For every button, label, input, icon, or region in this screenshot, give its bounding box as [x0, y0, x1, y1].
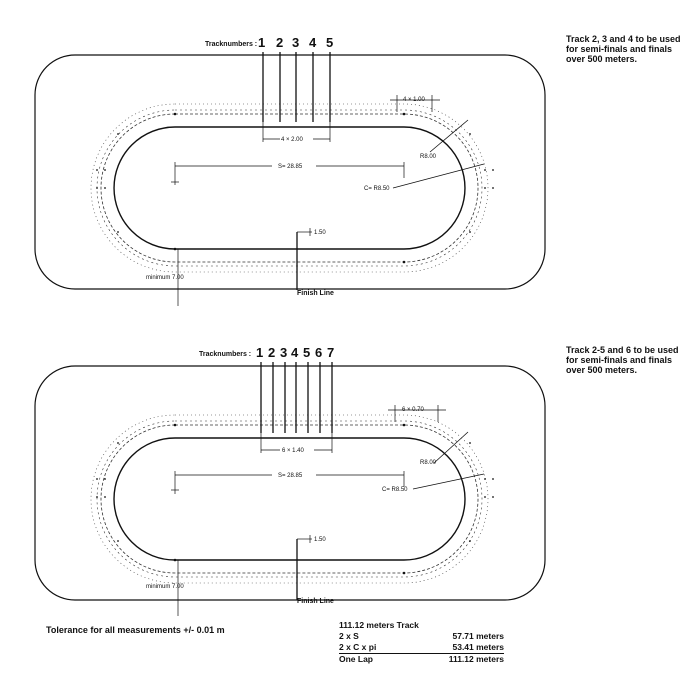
straight-dimension — [171, 471, 405, 494]
summary-label: 2 x C x pi — [339, 642, 377, 652]
track-number: 4 — [291, 345, 299, 360]
rink-boundary — [34, 54, 546, 290]
summary-row: One Lap 111.12 meters — [339, 654, 504, 665]
note-line: Track 2-5 and 6 to be used — [566, 345, 679, 355]
note-line: for semi-finals and finals — [566, 44, 673, 54]
radius-outer-label: R8.00 — [420, 154, 437, 160]
track-usage-note-1: Track 2, 3 and 4 to be used for semi-fin… — [566, 34, 681, 64]
summary-label: 2 x S — [339, 631, 359, 641]
lane-width-label: 4 × 2.00 — [281, 137, 304, 143]
finish-line — [296, 535, 312, 600]
track-number: 2 — [268, 345, 275, 360]
tolerance-note: Tolerance for all measurements +/- 0.01 … — [46, 625, 225, 635]
track-number: 1 — [258, 35, 265, 50]
note-line: Track 2, 3 and 4 to be used — [566, 34, 681, 44]
inner-track — [113, 437, 466, 561]
note-line: for semi-finals and finals — [566, 355, 673, 365]
track-diagram-1: 4 × 2.00 4 × 1.00 S= 28.85 R8.00 C= R8.5… — [34, 35, 546, 306]
track-number: 4 — [309, 35, 317, 50]
track-number: 2 — [276, 35, 283, 50]
track-number: 3 — [280, 345, 287, 360]
lane-spacing-dimension — [388, 405, 446, 422]
lane-line — [90, 103, 489, 273]
lane-line — [96, 420, 483, 578]
lap-summary: 111.12 meters Track 2 x S 57.71 meters 2… — [339, 620, 504, 665]
straight-label: S= 28.85 — [278, 473, 303, 479]
tracknumbers-label: Tracknumbers : — [205, 41, 257, 48]
summary-value: 53.41 meters — [452, 642, 504, 652]
lane-spacing-label: 6 × 0.70 — [402, 407, 425, 413]
summary-row: 2 x C x pi 53.41 meters — [339, 642, 504, 654]
lane-markers — [96, 423, 494, 575]
start-lines — [262, 52, 331, 122]
rink-boundary — [34, 365, 546, 601]
offset-label: 1.50 — [314, 230, 326, 236]
start-lines — [260, 362, 333, 433]
note-line: over 500 meters. — [566, 54, 638, 64]
radius-inner-label: C= R8.50 — [364, 186, 390, 192]
summary-title-text: 111.12 meters Track — [339, 620, 419, 630]
lane-markers — [96, 112, 494, 264]
radius-outer-label: R8.00 — [420, 460, 437, 466]
lane-line — [90, 414, 489, 584]
offset-label: 1.50 — [314, 537, 326, 543]
lane-spacing-dimension — [390, 95, 440, 112]
track-number: 7 — [327, 345, 334, 360]
minimum-label: minimum 7.00 — [146, 584, 184, 590]
note-line: over 500 meters. — [566, 365, 638, 375]
lane-width-dimension — [262, 122, 331, 142]
lane-width-label: 6 × 1.40 — [282, 448, 305, 454]
summary-row: 2 x S 57.71 meters — [339, 631, 504, 642]
track-number: 6 — [315, 345, 322, 360]
lane-line — [96, 109, 483, 267]
radius-lines — [392, 119, 485, 189]
inner-track — [113, 126, 466, 250]
summary-value: 57.71 meters — [452, 631, 504, 641]
finish-line-label: Finish Line — [297, 598, 334, 605]
straight-label: S= 28.85 — [278, 164, 303, 170]
finish-line — [296, 228, 312, 290]
lane-width-dimension — [260, 433, 333, 453]
summary-label: One Lap — [339, 654, 374, 664]
straight-dimension — [171, 162, 405, 185]
minimum-label: minimum 7.00 — [146, 275, 184, 281]
radius-lines — [412, 431, 485, 490]
tracknumbers-label: Tracknumbers : — [199, 351, 251, 358]
track-number: 5 — [303, 345, 310, 360]
lane-spacing-label: 4 × 1.00 — [403, 97, 426, 103]
track-usage-note-2: Track 2-5 and 6 to be used for semi-fina… — [566, 345, 679, 375]
track-number: 5 — [326, 35, 333, 50]
radius-inner-label: C= R8.50 — [382, 487, 408, 493]
finish-line-label: Finish Line — [297, 290, 334, 297]
summary-value: 111.12 meters — [448, 654, 504, 664]
track-number: 1 — [256, 345, 263, 360]
track-number: 3 — [292, 35, 299, 50]
track-diagram-2: 6 × 1.40 6 × 0.70 S= 28.85 R8.00 C= R8.5… — [34, 345, 546, 616]
summary-title: 111.12 meters Track — [339, 620, 504, 631]
